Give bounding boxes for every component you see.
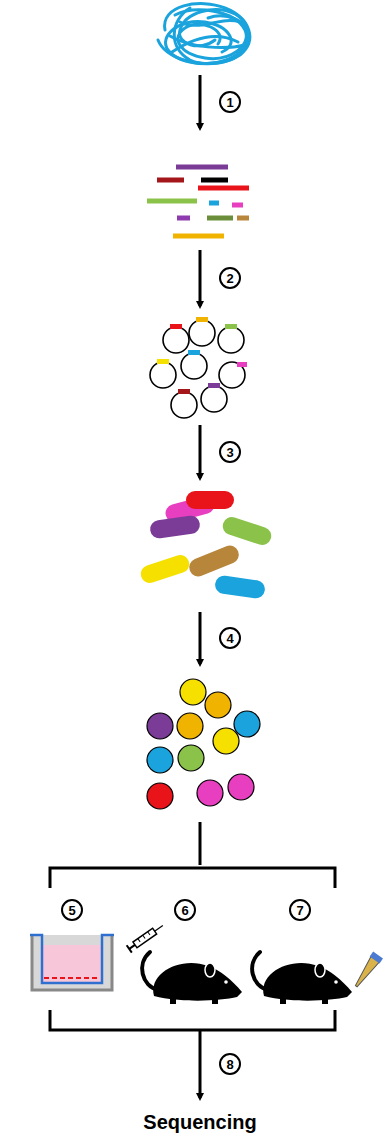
bacteria — [138, 491, 273, 599]
particles — [147, 679, 260, 809]
callout-number: 3 — [219, 441, 241, 463]
dna-fragments — [147, 167, 249, 236]
callout-number: 7 — [289, 899, 311, 921]
mouse-intranasal — [252, 952, 352, 1004]
mouse-injection — [142, 952, 242, 1004]
merge-bracket — [50, 1010, 335, 1030]
step-arrow — [199, 1030, 202, 1098]
callout-number: 4 — [219, 627, 241, 649]
callout-number: 5 — [61, 899, 83, 921]
step-arrow — [199, 75, 202, 865]
pipette-tip — [351, 952, 383, 990]
plasmids — [150, 320, 245, 418]
transwell — [30, 935, 114, 990]
callout-number: 2 — [219, 267, 241, 289]
dna-tangle — [158, 4, 250, 64]
split-bracket — [50, 868, 335, 888]
syringe — [127, 922, 166, 953]
callout-number: 1 — [219, 91, 241, 113]
callout-number: 8 — [219, 1053, 241, 1075]
plasmid-inserts — [157, 317, 247, 394]
callout-number: 6 — [174, 899, 196, 921]
output-label: Sequencing — [143, 1111, 256, 1134]
